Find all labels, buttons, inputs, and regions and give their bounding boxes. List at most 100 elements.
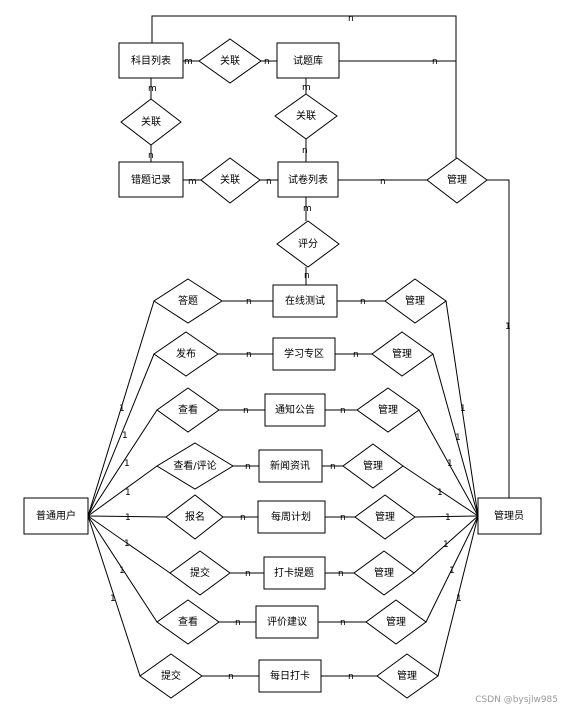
- relation-label: 关联: [296, 109, 316, 122]
- cardinality-n: n: [266, 177, 272, 187]
- relation-label: 关联: [220, 173, 240, 186]
- relation-submit-checkin: 提交: [139, 653, 203, 699]
- entity-paper-list: 试卷列表: [277, 161, 339, 198]
- relation-link-subject-bank: 关联: [198, 38, 262, 84]
- entity-question-bank: 试题库: [276, 42, 340, 79]
- entity-daily-checkin: 每日打卡: [258, 659, 322, 693]
- cardinality-n: n: [243, 406, 249, 416]
- relation-view-comment-news: 查看/评论: [156, 442, 234, 490]
- cardinality-n: n: [302, 146, 308, 156]
- relation-manage-feedback: 管理: [365, 599, 427, 645]
- relation-label: 管理: [386, 615, 406, 628]
- relation-label: 管理: [363, 459, 383, 472]
- cardinality-m: m: [148, 84, 157, 94]
- cardinality-one: 1: [125, 513, 131, 523]
- relation-manage-study: 管理: [371, 331, 434, 377]
- relation-link-bank-paper: 关联: [274, 93, 338, 140]
- relation-label: 关联: [141, 115, 161, 128]
- entity-label: 新闻资讯: [270, 459, 310, 472]
- cardinality-one: 1: [505, 322, 511, 332]
- cardinality-n: n: [380, 177, 386, 187]
- relation-label: 提交: [161, 669, 181, 682]
- entity-label: 普通用户: [36, 509, 76, 522]
- cardinality-n: n: [245, 462, 251, 472]
- entity-label: 评价建议: [267, 615, 307, 628]
- cardinality-n: n: [348, 14, 354, 24]
- cardinality-one: 1: [447, 459, 453, 469]
- relation-label: 查看/评论: [173, 459, 216, 472]
- relation-view-notice: 查看: [156, 387, 220, 433]
- entity-label: 通知公告: [275, 403, 315, 416]
- cardinality-n: n: [340, 513, 346, 523]
- relation-manage-topic: 管理: [353, 550, 415, 596]
- cardinality-one: 1: [460, 404, 466, 414]
- cardinality-one: 1: [124, 459, 130, 469]
- watermark: CSDN @bysjlw985: [475, 695, 558, 705]
- cardinality-one: 1: [119, 404, 125, 414]
- entity-label: 科目列表: [131, 54, 171, 67]
- entity-label: 管理员: [494, 509, 524, 522]
- relation-manage-news: 管理: [342, 443, 404, 489]
- cardinality-n: n: [348, 672, 354, 682]
- entity-admin: 管理员: [477, 497, 542, 535]
- cardinality-one: 1: [110, 594, 116, 604]
- cardinality-n: n: [340, 618, 346, 628]
- relation-label: 管理: [378, 403, 398, 416]
- cardinality-n: n: [353, 350, 359, 360]
- entity-news: 新闻资讯: [258, 449, 323, 483]
- entity-wrong-records: 错题记录: [118, 161, 184, 198]
- cardinality-n: n: [340, 406, 346, 416]
- relation-submit-topic: 提交: [169, 550, 231, 596]
- cardinality-n: n: [148, 151, 154, 161]
- cardinality-n: n: [246, 350, 252, 360]
- cardinality-n: n: [245, 569, 251, 579]
- cardinality-one: 1: [125, 488, 131, 498]
- relation-publish: 发布: [153, 331, 219, 377]
- relation-label: 管理: [374, 566, 394, 579]
- relation-label: 管理: [447, 173, 467, 186]
- cardinality-one: 1: [445, 513, 451, 523]
- entity-label: 在线测试: [285, 294, 325, 307]
- relation-manage-paper: 管理: [426, 157, 488, 204]
- relation-label: 提交: [190, 566, 210, 579]
- relation-label: 关联: [220, 54, 240, 67]
- cardinality-n: n: [264, 57, 270, 67]
- entity-label: 每日打卡: [270, 669, 310, 682]
- connector-lines: [87, 15, 510, 677]
- entity-label: 学习专区: [284, 347, 324, 360]
- entity-study-zone: 学习专区: [272, 337, 336, 371]
- entity-subject-list: 科目列表: [118, 42, 184, 79]
- cardinality-one: 1: [449, 566, 455, 576]
- relation-label: 评分: [298, 238, 318, 250]
- relation-label: 管理: [405, 294, 425, 307]
- relation-label: 发布: [176, 347, 196, 360]
- cardinality-one: 1: [437, 488, 443, 498]
- cardinality-m: m: [302, 83, 311, 93]
- entity-label: 试题库: [293, 54, 323, 67]
- entity-label: 打卡提题: [274, 566, 314, 579]
- cardinality-n: n: [235, 618, 241, 628]
- cardinality-one: 1: [119, 566, 125, 576]
- relation-label: 管理: [392, 347, 412, 360]
- relation-rate-paper: 评分: [276, 220, 340, 268]
- cardinality-n: n: [304, 271, 310, 281]
- entity-label: 每周计划: [271, 510, 311, 523]
- cardinality-m: m: [184, 57, 193, 67]
- entity-feedback: 评价建议: [255, 605, 319, 639]
- cardinality-one: 1: [124, 539, 130, 549]
- relation-signup: 报名: [165, 494, 224, 540]
- relation-label: 查看: [178, 615, 198, 628]
- relation-label: 管理: [375, 510, 395, 523]
- entity-label: 试卷列表: [288, 173, 328, 186]
- cardinality-one: 1: [122, 431, 128, 441]
- relation-link-wrong-paper: 关联: [200, 157, 261, 204]
- cardinality-n: n: [360, 297, 366, 307]
- relation-manage-test: 管理: [384, 278, 447, 324]
- cardinality-labels: n m n n m m n n m n n m n 1 n n n n n n …: [110, 14, 511, 682]
- relation-manage-notice: 管理: [356, 387, 420, 433]
- relation-label: 答题: [178, 294, 198, 307]
- cardinality-one: 1: [456, 594, 462, 604]
- cardinality-n: n: [246, 297, 252, 307]
- entity-online-test: 在线测试: [272, 284, 338, 318]
